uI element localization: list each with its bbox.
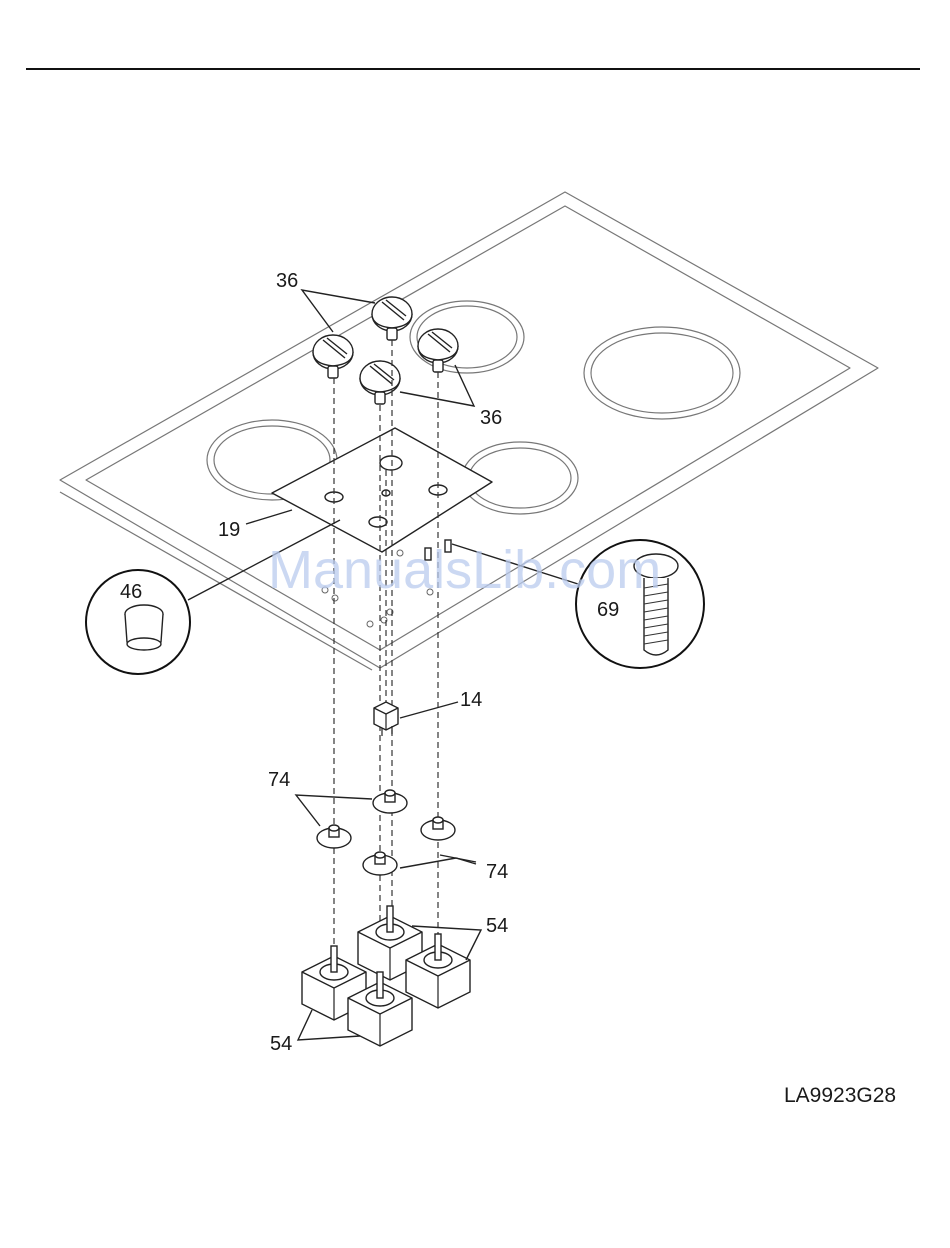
switch: [374, 702, 398, 736]
callout-54-left: 54: [270, 1033, 292, 1055]
callout-46: 46: [120, 581, 142, 603]
bezel: [373, 790, 407, 813]
knob: [313, 335, 353, 378]
drawing-code: LA9923G28: [784, 1084, 896, 1108]
bezel: [317, 825, 351, 848]
callout-36-right: 36: [480, 407, 502, 429]
watermark: ManualsLib.com: [268, 540, 661, 600]
knob: [372, 297, 412, 340]
knob: [360, 361, 400, 404]
callout-74-left: 74: [268, 769, 290, 791]
callout-14: 14: [460, 689, 482, 711]
callout-54-right: 54: [486, 915, 508, 937]
callout-36-top: 36: [276, 270, 298, 292]
callout-69: 69: [597, 599, 619, 621]
callout-19: 19: [218, 519, 240, 541]
control-panel: [272, 428, 492, 552]
valves: [302, 906, 470, 1046]
callout-74-right: 74: [486, 861, 508, 883]
bezel: [421, 817, 455, 840]
knob: [418, 329, 458, 372]
